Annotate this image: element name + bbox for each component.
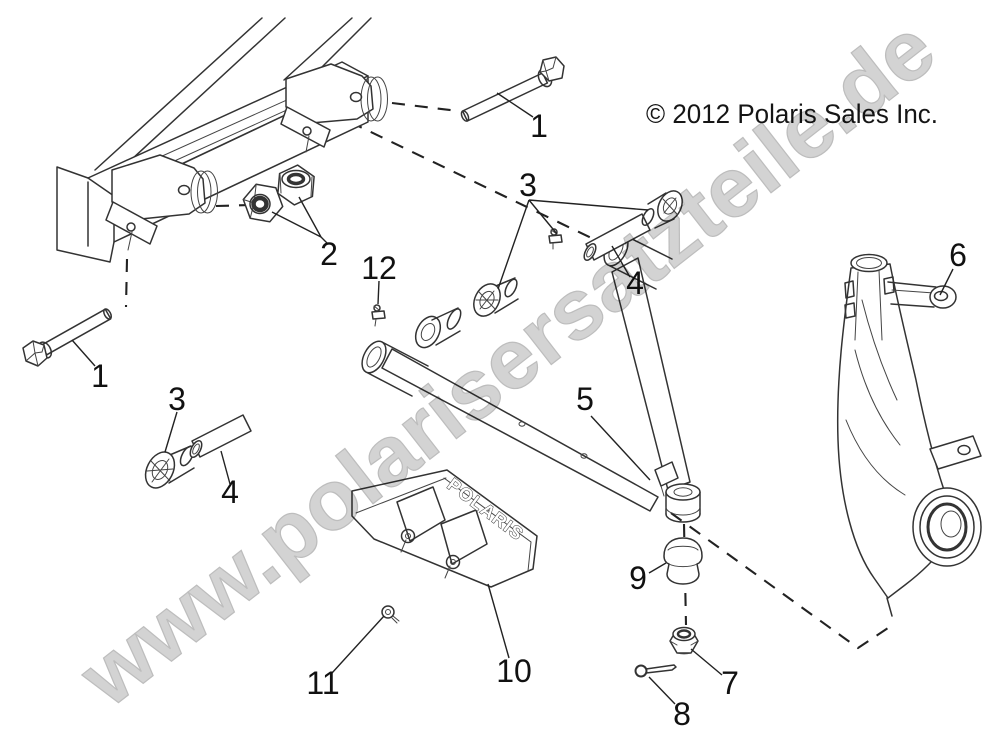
ball-joint-boot xyxy=(663,537,703,585)
callout-4-mid: 4 xyxy=(626,265,644,301)
castle-nut xyxy=(669,626,699,655)
callout-1-left: 1 xyxy=(91,358,109,394)
bushing-sleeve-center-set xyxy=(414,190,683,349)
callout-3-mid: 3 xyxy=(519,167,537,203)
callout-8: 8 xyxy=(673,696,691,732)
callout-11: 11 xyxy=(306,665,339,701)
callout-9: 9 xyxy=(629,560,647,596)
callout-4-left: 4 xyxy=(221,474,239,510)
ribbed-bushing-mid xyxy=(473,277,519,317)
cotter-pin xyxy=(634,664,677,678)
bushing-sleeve-left-set xyxy=(144,414,252,489)
frame-section xyxy=(56,17,388,263)
grease-fitting-upper xyxy=(548,228,563,250)
ribbed-bushing-right xyxy=(641,190,683,229)
callout-3-left: 3 xyxy=(168,381,186,417)
callout-2: 2 xyxy=(320,236,338,272)
plate-screw xyxy=(381,605,400,624)
steering-knuckle xyxy=(836,253,982,617)
callout-1-top: 1 xyxy=(530,108,548,144)
frame-bracket-right xyxy=(280,63,388,153)
callout-labels: 1 1 2 3 3 4 4 5 6 7 8 9 10 11 12 xyxy=(91,108,967,732)
callout-7: 7 xyxy=(721,665,739,701)
frame-bracket-left xyxy=(105,154,218,251)
copyright-text: © 2012 Polaris Sales Inc. xyxy=(646,99,938,129)
skid-plate: POLARIS xyxy=(351,469,538,588)
pivot-bolt-top xyxy=(460,56,565,122)
callout-12: 12 xyxy=(361,250,397,286)
pivot-bolt-left xyxy=(22,308,112,367)
callout-leader-lines xyxy=(71,92,954,705)
callout-5: 5 xyxy=(576,381,594,417)
sleeve-left xyxy=(189,414,252,459)
sleeve-right xyxy=(583,213,651,261)
grease-fitting-left xyxy=(371,304,386,327)
callout-6: 6 xyxy=(949,237,967,273)
callout-10: 10 xyxy=(496,653,532,689)
